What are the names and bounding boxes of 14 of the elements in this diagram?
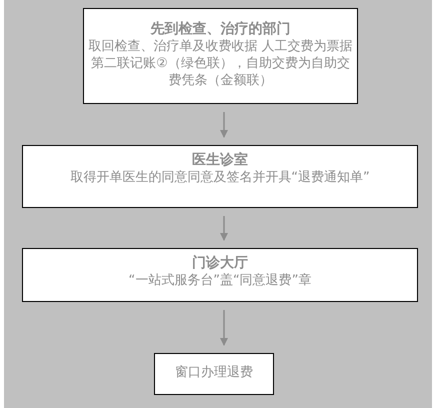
- process-box: [22, 145, 418, 208]
- process-box: [154, 353, 274, 395]
- arrow: [220, 216, 228, 241]
- box-text: 取回检查、治疗单及收费收据 人工交费为票据第二联记账②（绿色联），自助交费为自助交费凭条（金额联）: [87, 38, 354, 89]
- arrow: [220, 112, 228, 138]
- box-heading: 门诊大厅: [191, 255, 249, 272]
- box-text: 取得开单医生的同意同意及签名并开具“退费通知单”: [69, 169, 371, 186]
- box-text: “一站式服务台”盖“同意退费”章: [128, 272, 312, 289]
- arrow: [220, 310, 228, 346]
- process-box: [83, 8, 358, 104]
- box-text: 窗口办理退费: [174, 364, 254, 381]
- process-box: [22, 248, 418, 302]
- box-heading: 先到检查、治疗的部门: [149, 21, 292, 38]
- box-heading: 医生诊室: [191, 152, 249, 169]
